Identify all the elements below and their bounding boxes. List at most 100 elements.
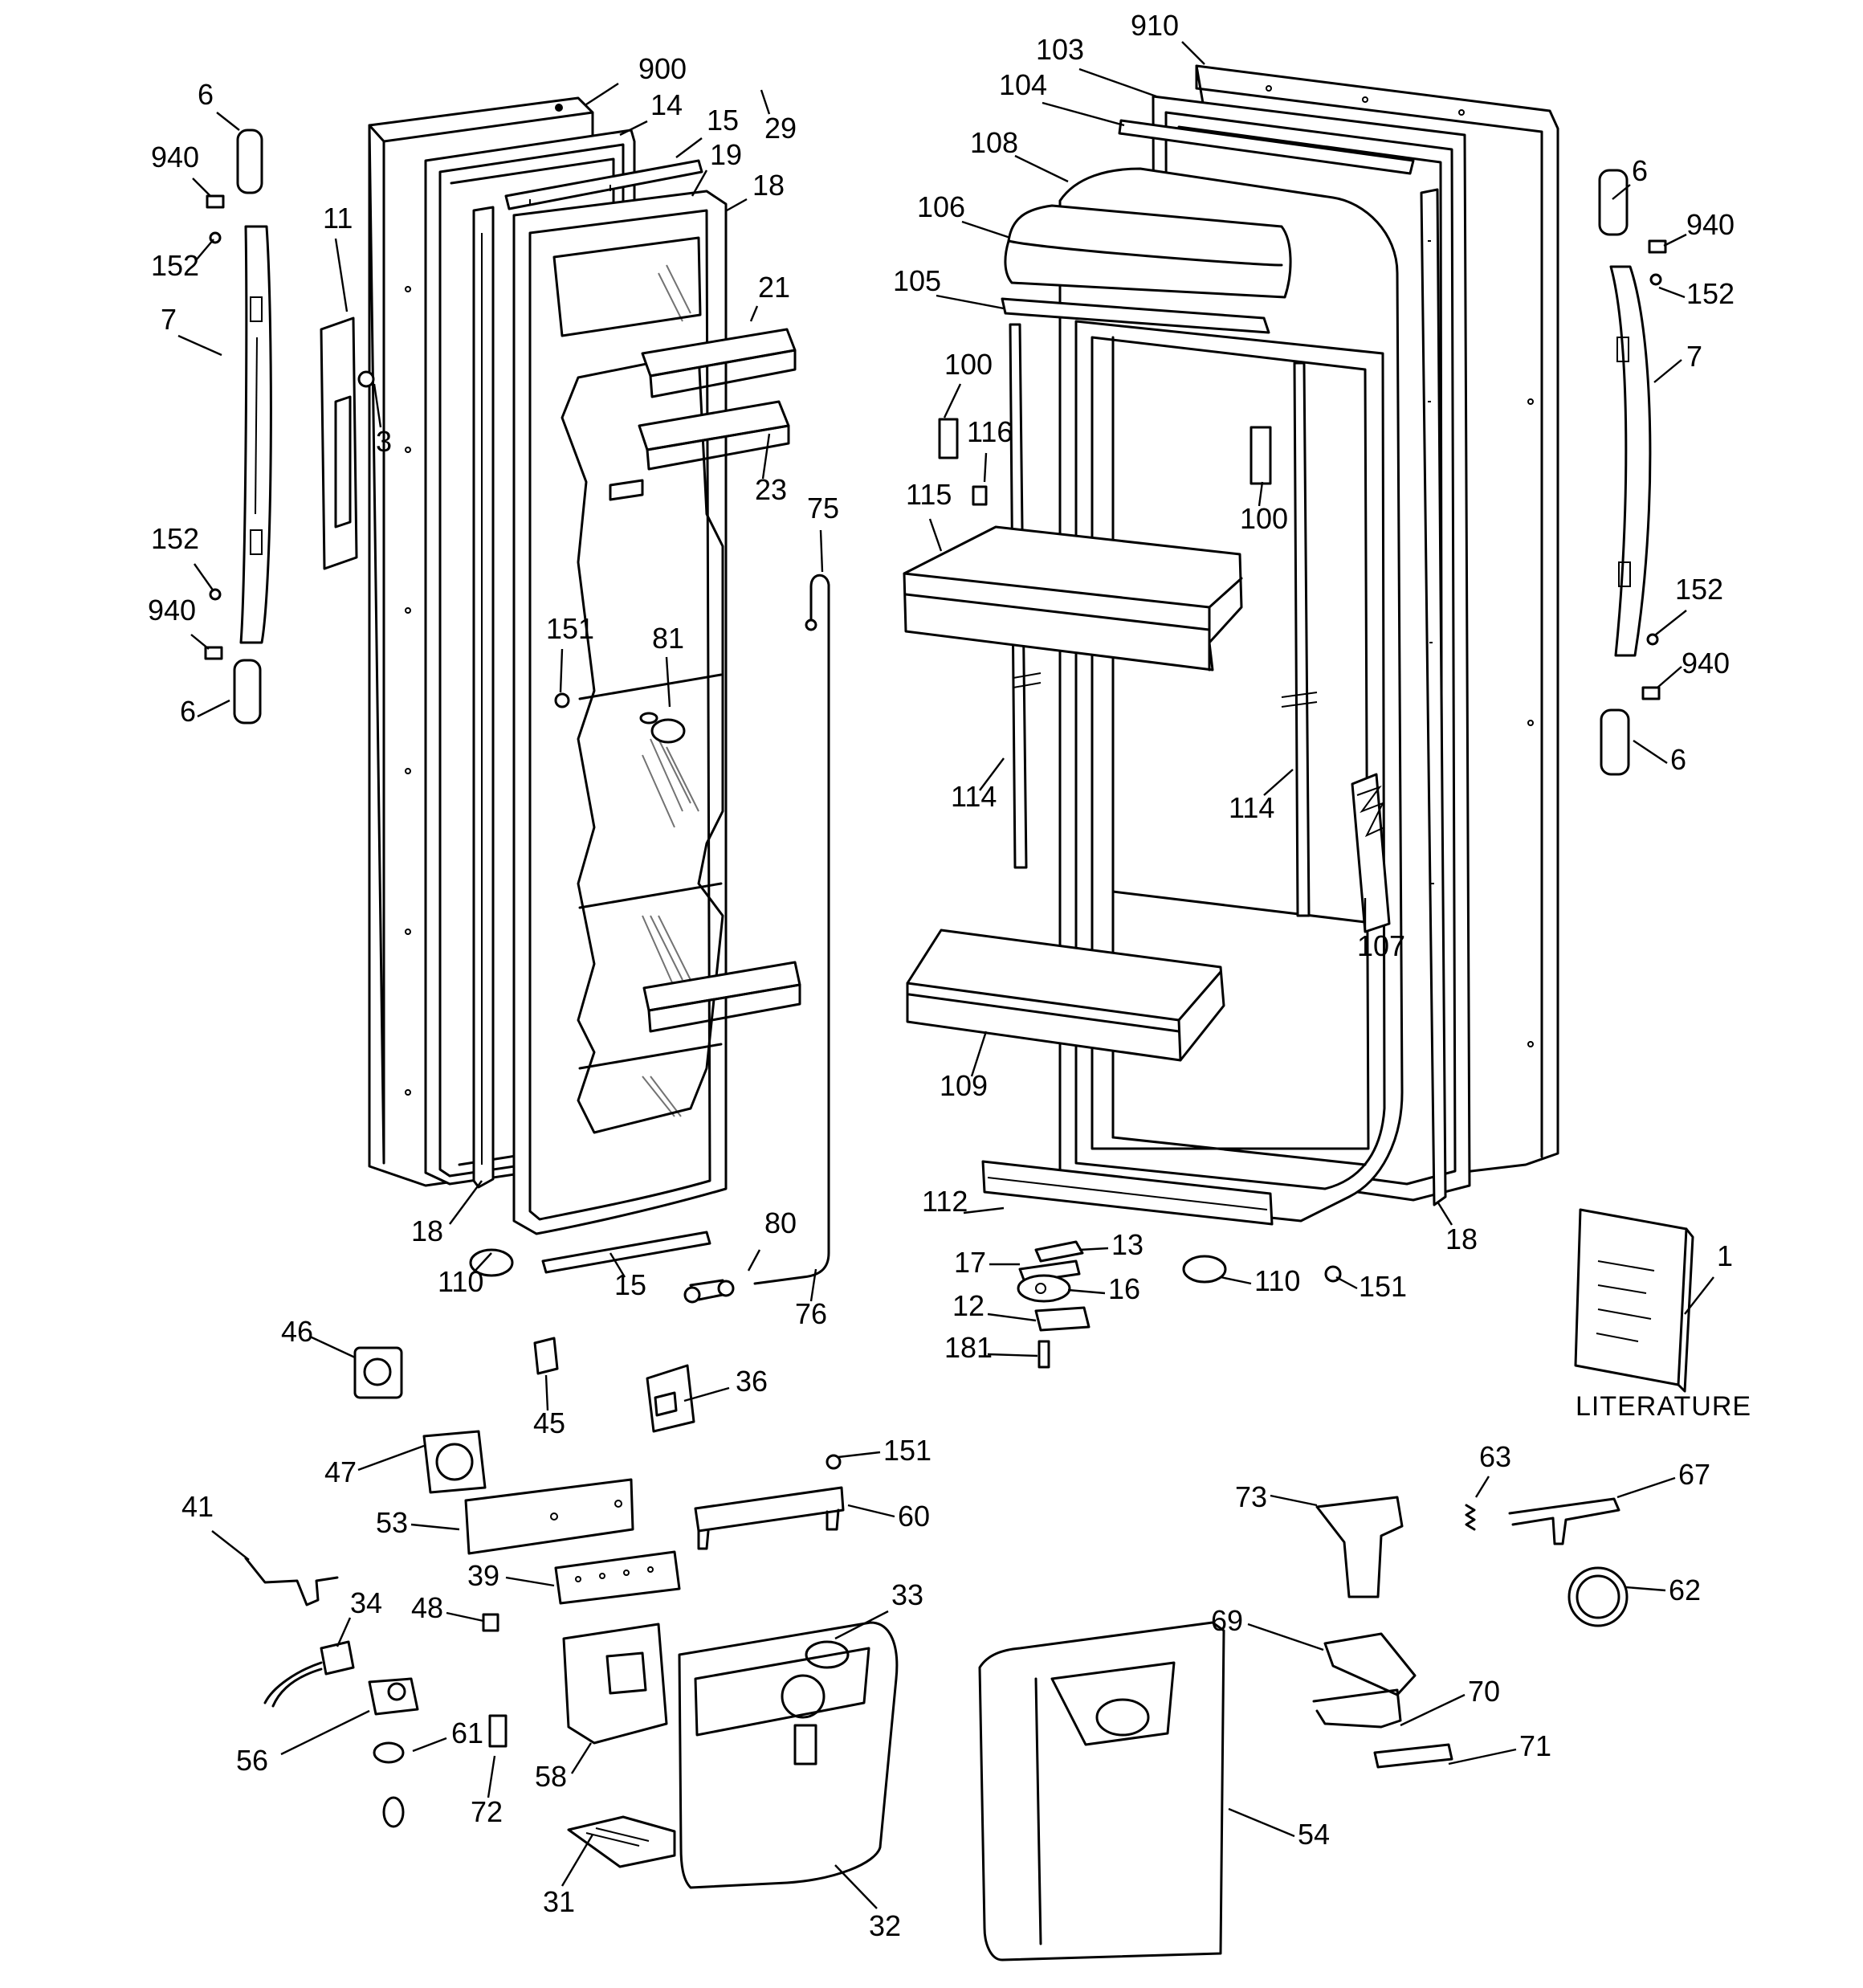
- callout-label-c58: 58: [535, 1760, 567, 1793]
- leader-line-c73: [1270, 1494, 1318, 1507]
- callout-label-c33: 33: [891, 1578, 923, 1611]
- cap-strip-104: [1118, 119, 1415, 175]
- callout-label-c112: 112: [922, 1185, 968, 1218]
- leader-line-c910: [1181, 41, 1205, 65]
- leader-line-c63: [1474, 1476, 1490, 1498]
- screw-152-left: [209, 231, 222, 601]
- leader-line-c48: [446, 1611, 484, 1623]
- leader-line-c80: [747, 1249, 761, 1272]
- leader-line-c940d: [1657, 666, 1682, 688]
- leader-line-c15a: [675, 137, 703, 158]
- leader-line-c13: [1078, 1247, 1109, 1251]
- leader-line-c109: [970, 1031, 988, 1077]
- callout-label-c75: 75: [807, 492, 839, 525]
- leader-line-c1: [1684, 1276, 1714, 1315]
- leader-line-c54: [1228, 1807, 1295, 1838]
- callout-label-c114a: 114: [951, 780, 997, 813]
- callout-label-c6d: 6: [1670, 743, 1686, 776]
- leader-line-c114b: [1263, 769, 1294, 796]
- callout-label-c106: 106: [917, 190, 965, 223]
- callout-label-c6c: 6: [1632, 154, 1648, 187]
- fitting-80: [683, 1279, 735, 1304]
- callout-label-c151b: 151: [1359, 1270, 1407, 1303]
- leader-line-c3: [373, 383, 382, 428]
- leader-line-c67: [1616, 1476, 1676, 1499]
- leader-line-c18a: [726, 198, 748, 212]
- leader-line-c11: [334, 238, 349, 312]
- bulb-56: [382, 1796, 405, 1828]
- callout-label-c69: 69: [1211, 1604, 1243, 1637]
- callout-label-c940b: 940: [148, 594, 196, 627]
- lever-67: [1508, 1497, 1620, 1545]
- callout-label-c104: 104: [999, 68, 1047, 101]
- callout-label-c53: 53: [376, 1506, 408, 1539]
- leader-line-c152a: [195, 239, 214, 261]
- leader-line-c108: [1014, 154, 1069, 183]
- switch-46: [353, 1346, 403, 1399]
- control-board-39: [554, 1550, 681, 1605]
- callout-label-c23: 23: [755, 473, 787, 506]
- leader-line-c151c: [838, 1451, 881, 1459]
- callout-label-c116: 116: [967, 415, 1013, 448]
- liner-cap-strip-15-bottom: [541, 1231, 711, 1274]
- callout-label-c21a: 21: [758, 271, 790, 304]
- callout-label-c100a: 100: [944, 348, 993, 381]
- leader-line-c47: [357, 1444, 425, 1472]
- leader-line-c62: [1625, 1586, 1666, 1592]
- callout-label-c18a: 18: [752, 169, 785, 202]
- callout-label-c940c: 940: [1686, 208, 1735, 241]
- leader-line-c45: [544, 1374, 549, 1411]
- lever-41: [244, 1557, 339, 1606]
- callout-label-c13: 13: [1111, 1228, 1143, 1261]
- callout-label-c12: 12: [952, 1289, 984, 1322]
- leader-line-c19: [691, 169, 708, 197]
- leader-line-c940a: [192, 178, 211, 197]
- callout-label-c152c: 152: [1686, 277, 1735, 310]
- leader-line-c100b: [1258, 481, 1264, 507]
- leader-line-c6c: [1612, 184, 1631, 200]
- shelf-bar-23: [638, 400, 790, 471]
- leader-line-c41: [211, 1530, 250, 1561]
- callout-label-c48: 48: [411, 1591, 443, 1624]
- leader-line-c75: [819, 529, 824, 573]
- callout-label-c71: 71: [1519, 1729, 1551, 1762]
- callout-label-c46: 46: [281, 1315, 313, 1348]
- bracket-36: [646, 1364, 695, 1433]
- switch-72: [488, 1714, 508, 1748]
- callout-label-c29: 29: [764, 112, 797, 145]
- callout-label-c45: 45: [533, 1406, 565, 1439]
- harness-34: [263, 1640, 355, 1708]
- leader-line-c7b: [1653, 359, 1682, 383]
- callout-label-c110b: 110: [1254, 1264, 1300, 1297]
- callout-label-c11: 11: [323, 202, 353, 235]
- callout-label-c115: 115: [906, 478, 952, 511]
- callout-label-c60: 60: [898, 1500, 930, 1533]
- drip-tray-31: [567, 1815, 676, 1868]
- leader-line-c58: [570, 1742, 593, 1774]
- callout-label-c6b: 6: [180, 695, 196, 728]
- callout-label-c76: 76: [795, 1297, 827, 1330]
- leader-line-c6d: [1633, 740, 1668, 764]
- leader-line-c16: [1067, 1288, 1106, 1295]
- callout-label-c15b: 15: [614, 1268, 646, 1301]
- leader-line-c36: [683, 1386, 730, 1402]
- shelf-support-100-right: [1249, 426, 1272, 485]
- callout-label-c17: 17: [954, 1246, 986, 1279]
- breaker-strip-18-right: [1420, 188, 1447, 1206]
- hinge-pin-12: [1034, 1306, 1090, 1332]
- screw-151-dispenser: [826, 1454, 842, 1470]
- callout-label-c152a: 152: [151, 249, 199, 282]
- gasket-62: [1567, 1566, 1629, 1627]
- callout-label-c19: 19: [710, 138, 742, 171]
- actuator-70: [1312, 1688, 1402, 1729]
- dispenser-housing-32: [678, 1621, 899, 1889]
- leader-line-c110a: [471, 1252, 492, 1275]
- leader-line-c71: [1448, 1748, 1517, 1766]
- housing-58: [562, 1623, 668, 1745]
- liner-cap-strip-15-top: [504, 159, 703, 210]
- leader-line-c18b: [449, 1180, 483, 1225]
- leader-line-c100a: [943, 383, 962, 418]
- leader-line-c21a: [749, 305, 759, 322]
- leader-line-c103: [1078, 67, 1157, 98]
